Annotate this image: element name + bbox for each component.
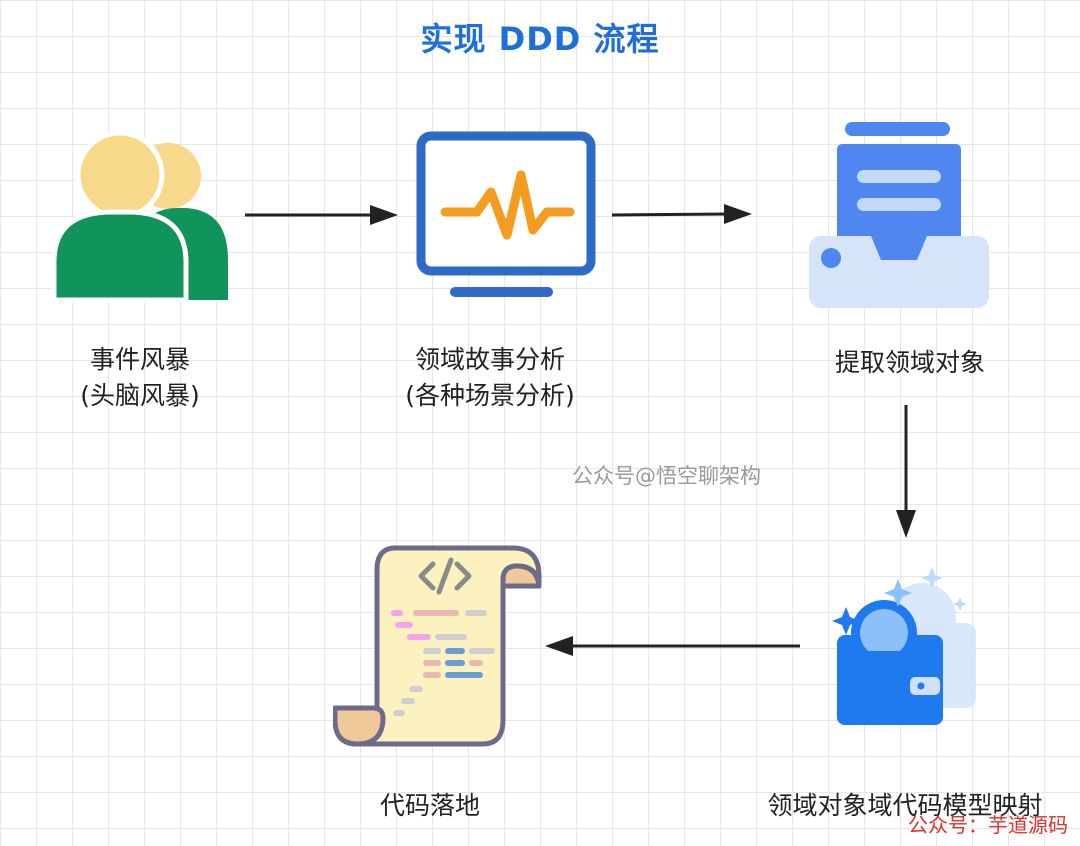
wallet-icon <box>832 567 976 725</box>
step5-title: 代码落地 <box>379 791 480 820</box>
arrow-step3-to-step4 <box>896 405 916 538</box>
users-icon <box>51 130 228 303</box>
step1-label: 事件风暴 (头脑风暴) <box>40 342 240 414</box>
step5-label: 代码落地 <box>330 788 530 824</box>
step1-title: 事件风暴 <box>89 345 190 374</box>
step2-label: 领域故事分析 (各种场景分析) <box>370 342 610 414</box>
step3-title: 提取领域对象 <box>834 348 985 377</box>
step4-label: 领域对象域代码模型映射 <box>740 788 1070 824</box>
arrow-step4-to-step5 <box>545 636 800 656</box>
arrow-step2-to-step3 <box>611 204 752 224</box>
page-title: 实现 DDD 流程 <box>420 20 660 58</box>
monitor-pulse-icon <box>416 131 596 297</box>
watermark-center: 公众号@悟空聊架构 <box>572 464 761 488</box>
code-scroll-icon <box>333 545 542 747</box>
document-tray-icon <box>809 122 989 308</box>
step4-title: 领域对象域代码模型映射 <box>767 791 1043 820</box>
step3-label: 提取领域对象 <box>790 345 1030 381</box>
step2-subtitle: (各种场景分析) <box>405 381 575 410</box>
step2-title: 领域故事分析 <box>414 345 565 374</box>
watermark-corner: 公众号：芋道源码 <box>908 813 1068 837</box>
arrow-step1-to-step2 <box>245 205 398 225</box>
step1-subtitle: (头脑风暴) <box>80 381 200 410</box>
